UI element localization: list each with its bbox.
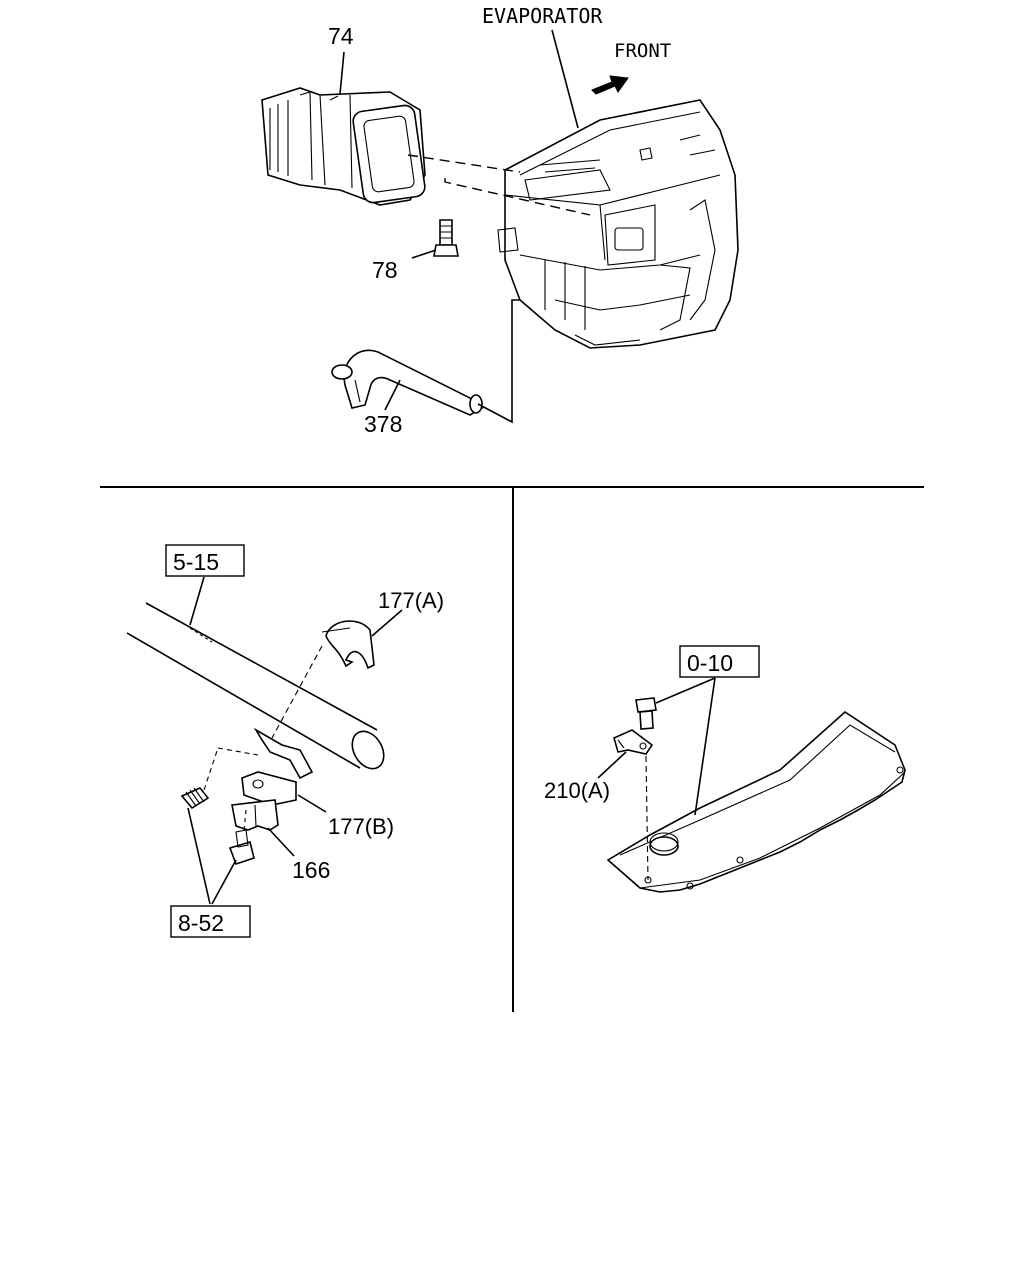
bracket-part-210a bbox=[613, 729, 654, 755]
bolt bbox=[228, 809, 255, 866]
clamp-part-177a bbox=[321, 620, 375, 670]
drain-hose-part-378 bbox=[331, 349, 484, 416]
part-74-label: 74 bbox=[328, 23, 354, 49]
ref-box-0-10 bbox=[679, 645, 760, 678]
ref-8-52-label: 8-52 bbox=[178, 910, 224, 936]
pipe bbox=[126, 602, 385, 770]
evaporator-section: EVAPORATOR FRONT 74 78 bbox=[261, 4, 739, 437]
clamp-part-177b bbox=[241, 727, 314, 806]
part-177a-label: 177(A) bbox=[378, 588, 444, 613]
ref-box-8-52 bbox=[170, 905, 251, 938]
front-arrow-icon bbox=[591, 75, 629, 95]
push-rivet bbox=[180, 747, 259, 810]
duct-part-74 bbox=[261, 87, 426, 206]
evaporator-label: EVAPORATOR bbox=[482, 4, 603, 28]
part-210a-label: 210(A) bbox=[544, 778, 610, 803]
bolt-small bbox=[635, 697, 657, 730]
ref-5-15-label: 5-15 bbox=[173, 549, 219, 575]
pipe-clamp-section: 5-15 177(A) 177(B) 166 bbox=[126, 544, 444, 938]
clip-part-166 bbox=[231, 799, 279, 831]
part-378-label: 378 bbox=[364, 411, 402, 437]
part-177b-label: 177(B) bbox=[328, 814, 394, 839]
front-label: FRONT bbox=[614, 40, 671, 62]
part-78-label: 78 bbox=[372, 257, 398, 283]
screw-part-78 bbox=[433, 219, 459, 257]
cover-section: 0-10 210(A) bbox=[544, 645, 906, 893]
part-166-label: 166 bbox=[292, 857, 330, 883]
cover-plate bbox=[606, 710, 906, 893]
ref-0-10-label: 0-10 bbox=[687, 650, 733, 676]
evaporator-unit bbox=[497, 99, 739, 349]
ref-box-5-15 bbox=[165, 544, 245, 577]
